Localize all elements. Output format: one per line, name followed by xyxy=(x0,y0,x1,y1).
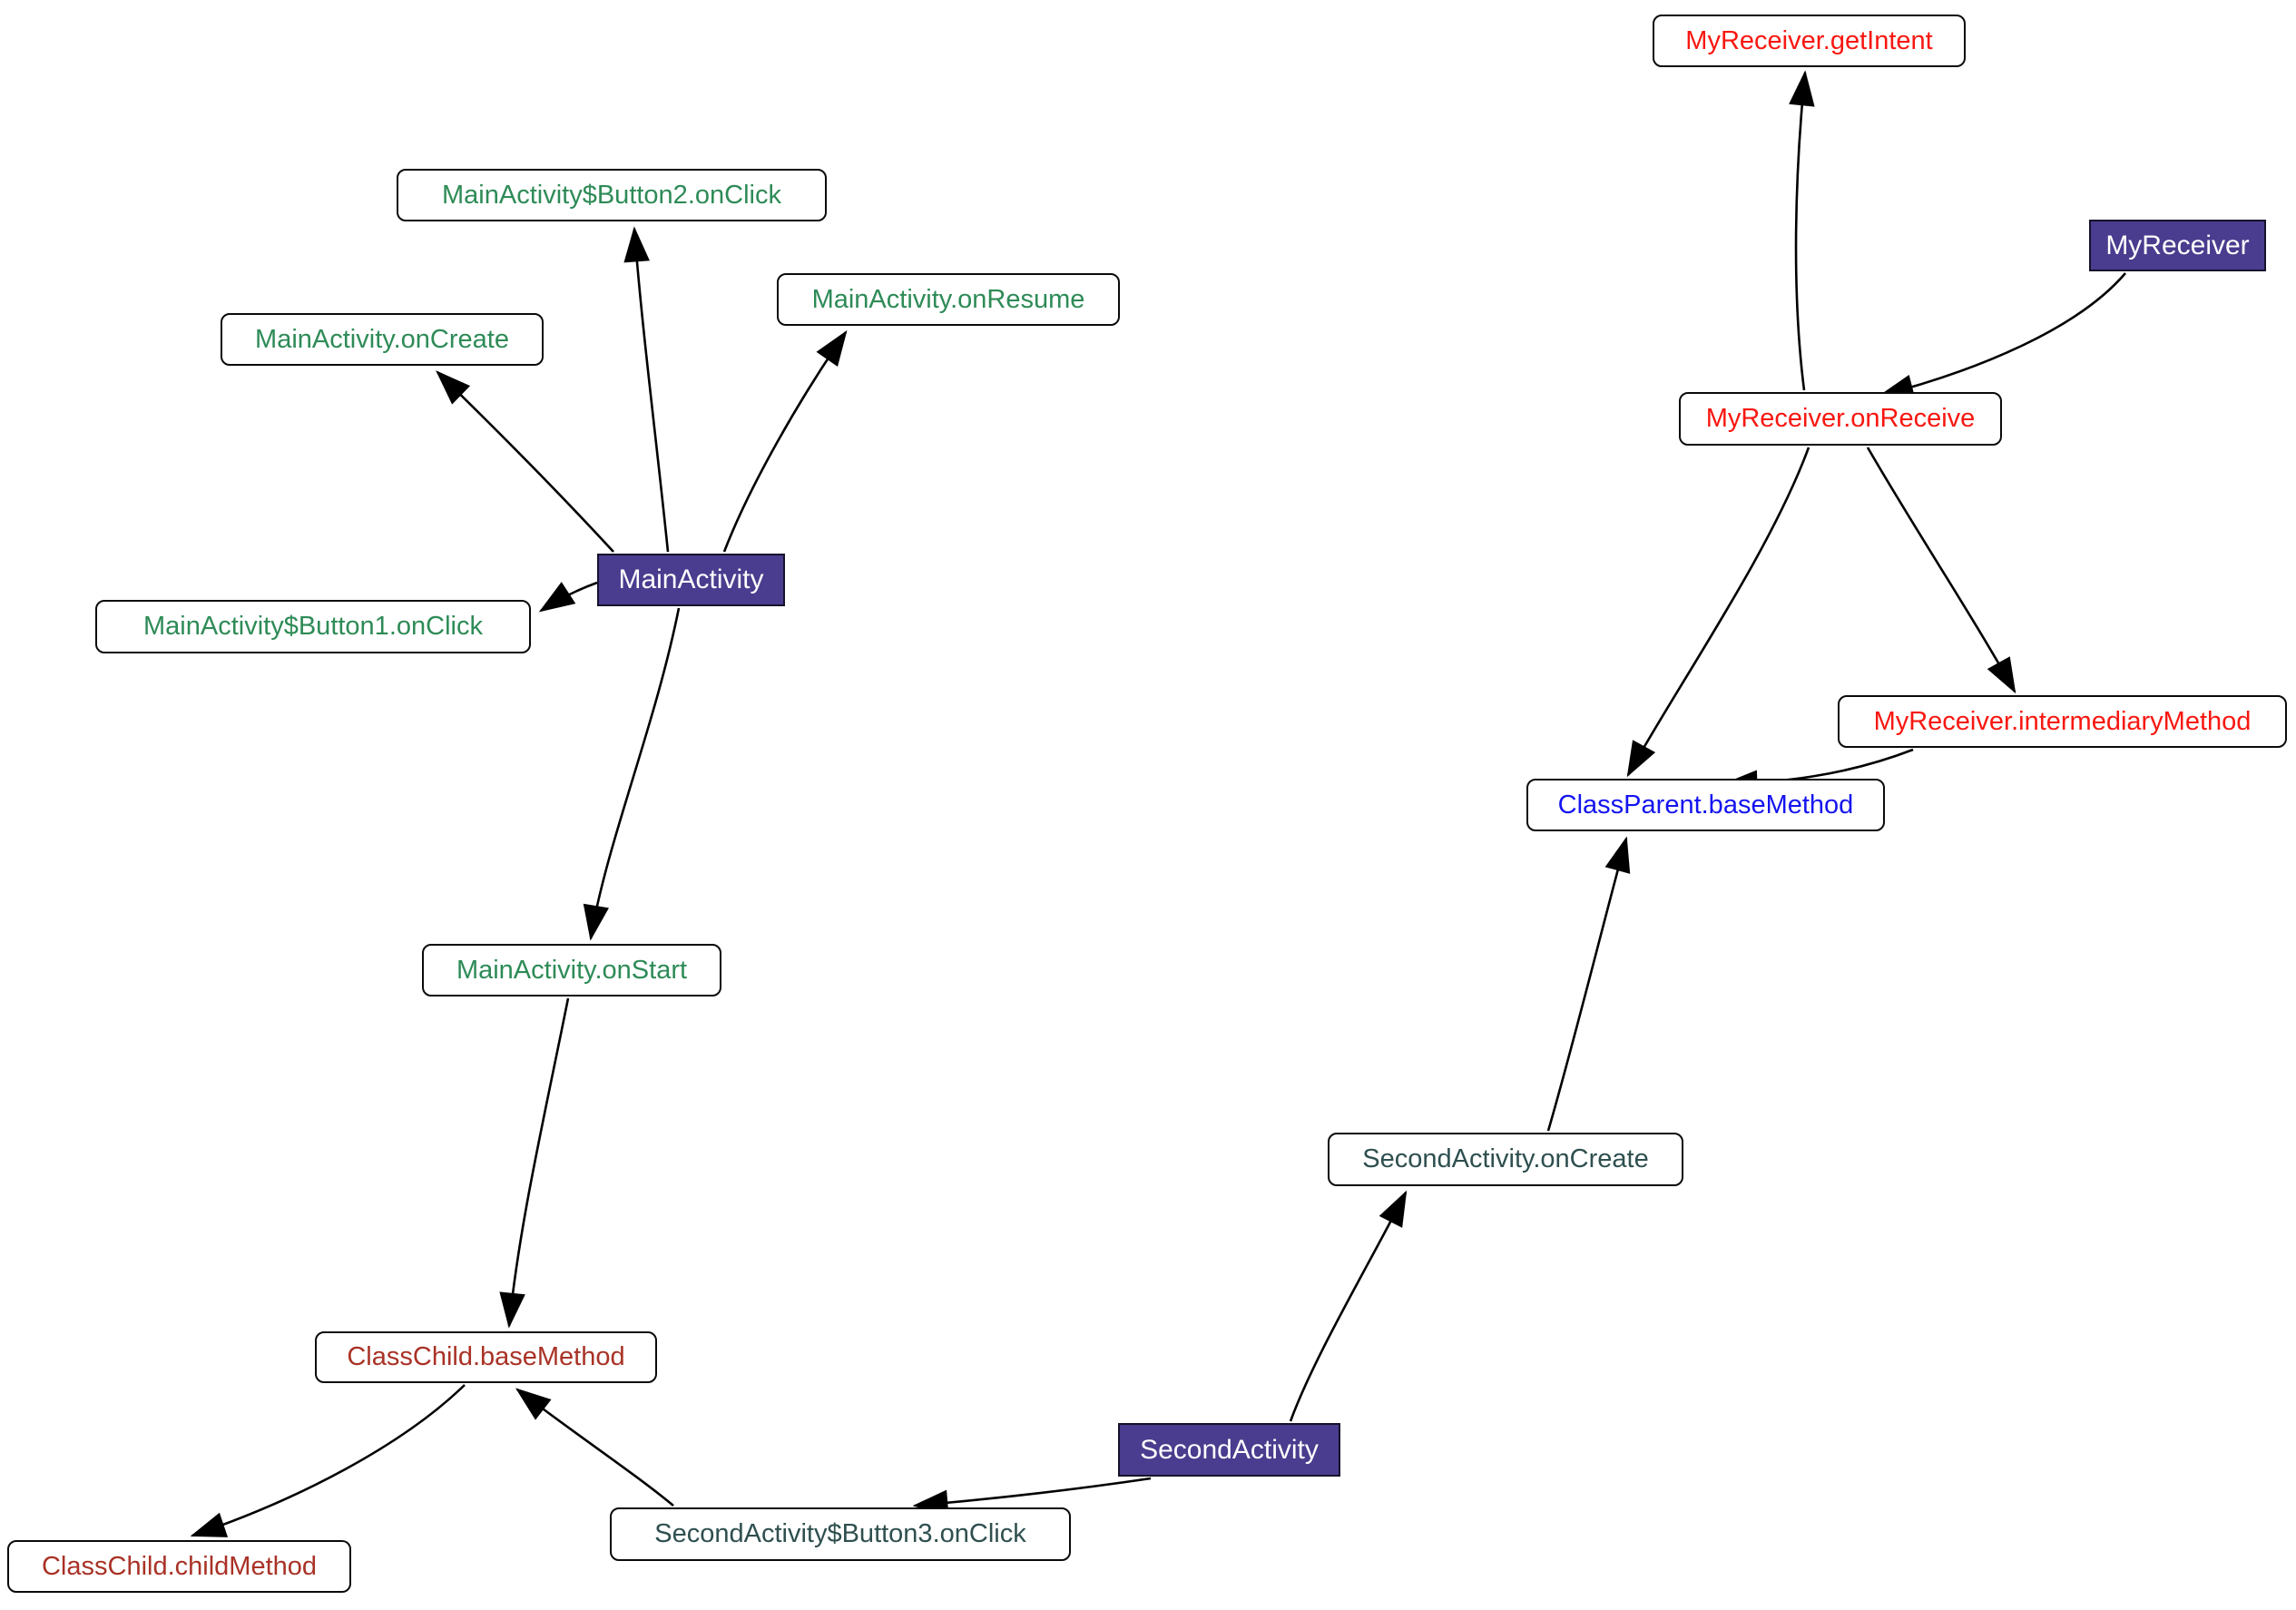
edge-secondactivity-to-secondactivity-button3-onclick xyxy=(912,1477,1152,1517)
edge-mainactivity-to-mainactivity-onstart xyxy=(583,607,681,941)
node-main-activity-oncreate[interactable]: MainActivity.onCreate xyxy=(221,313,544,366)
edge-classchild-basemethod-to-classchild-childmethod xyxy=(190,1384,466,1537)
node-second-activity-button3-onclick[interactable]: SecondActivity$Button3.onClick xyxy=(610,1507,1071,1561)
edge-myreceiver-onreceive-to-myreceiver-getintent xyxy=(1789,70,1815,391)
node-myreceiver-intermediarymethod[interactable]: MyReceiver.intermediaryMethod xyxy=(1838,695,2287,748)
edge-group xyxy=(190,70,2126,1537)
node-myreceiver-onreceive[interactable]: MyReceiver.onReceive xyxy=(1679,392,2002,446)
edge-mainactivity-onstart-to-classchild-basemethod xyxy=(499,997,570,1329)
node-main-activity[interactable]: MainActivity xyxy=(597,554,785,606)
node-classchild-basemethod[interactable]: ClassChild.baseMethod xyxy=(315,1331,657,1383)
edge-secondactivity-button3-onclick-to-classchild-basemethod xyxy=(515,1388,674,1507)
edge-myreceiver-onreceive-to-myreceiver-intermediarymethod xyxy=(1866,447,2016,694)
edge-myreceiver-to-myreceiver-onreceive xyxy=(1878,272,2126,400)
edge-secondactivity-to-secondactivity-oncreate xyxy=(1289,1190,1408,1422)
edge-mainactivity-to-mainactivity-button1-onclick xyxy=(538,581,598,613)
node-main-activity-button1-onclick[interactable]: MainActivity$Button1.onClick xyxy=(95,600,531,653)
edge-mainactivity-to-mainactivity-oncreate xyxy=(436,370,614,553)
node-main-activity-onresume[interactable]: MainActivity.onResume xyxy=(777,273,1120,326)
node-second-activity[interactable]: SecondActivity xyxy=(1118,1423,1340,1477)
edge-myreceiver-onreceive-to-classparent-basemethod xyxy=(1626,447,1810,778)
edge-mainactivity-to-mainactivity-button2-onclick xyxy=(623,226,670,553)
node-main-activity-button2-onclick[interactable]: MainActivity$Button2.onClick xyxy=(397,169,827,221)
node-myreceiver-getintent[interactable]: MyReceiver.getIntent xyxy=(1653,15,1966,67)
edge-mainactivity-to-mainactivity-onresume xyxy=(722,329,848,553)
node-classparent-basemethod[interactable]: ClassParent.baseMethod xyxy=(1526,779,1885,831)
node-main-activity-onstart[interactable]: MainActivity.onStart xyxy=(422,944,721,996)
node-classchild-childmethod[interactable]: ClassChild.childMethod xyxy=(7,1540,351,1593)
node-second-activity-oncreate[interactable]: SecondActivity.onCreate xyxy=(1328,1133,1683,1186)
edge-secondactivity-oncreate-to-classparent-basemethod xyxy=(1546,836,1631,1132)
node-myreceiver[interactable]: MyReceiver xyxy=(2089,220,2266,271)
